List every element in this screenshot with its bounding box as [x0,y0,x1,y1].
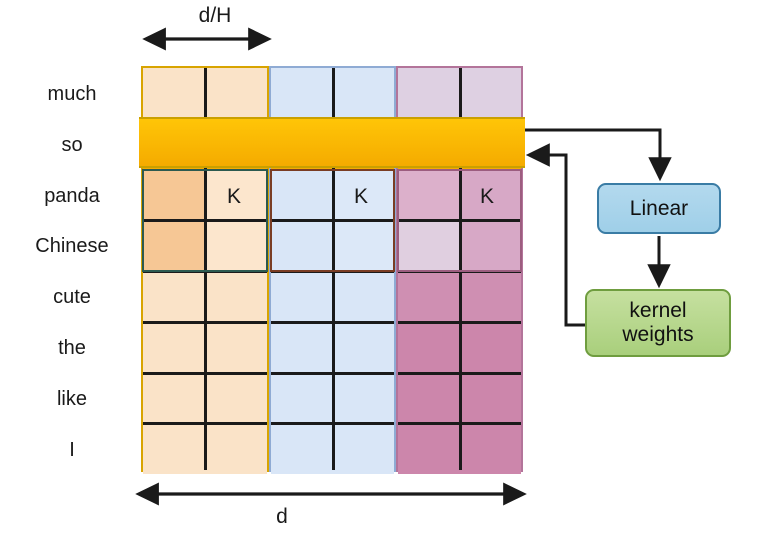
column-group-head-2 [269,66,396,474]
node-linear[interactable]: Linear [597,183,721,234]
row-divider [143,270,267,273]
matrix-cell [205,220,267,271]
matrix-cell [332,372,394,424]
matrix-cell [459,372,521,424]
connector-row-to-linear [523,128,672,182]
matrix-cell [398,372,460,424]
matrix-cell [271,271,333,322]
row-label-like: like [56,388,87,410]
row-divider [143,371,267,375]
matrix-cell [271,68,333,119]
row-divider [398,270,521,273]
matrix-cell [459,220,521,271]
matrix-cell [205,271,267,322]
matrix-cell [205,372,267,424]
matrix-cell [205,423,267,474]
column-divider [331,68,335,470]
row-label-panda: panda [44,185,100,207]
row-label-cute: cute [53,286,91,308]
dimension-label-d: d [276,505,288,528]
matrix-cell [143,321,205,373]
row-divider [271,219,394,223]
highlighted-row-so [139,116,525,168]
matrix-cell [332,271,394,322]
matrix-cell [205,321,267,373]
matrix-cell [459,321,521,373]
matrix-cell [459,271,521,322]
matrix-cell [143,169,205,221]
kernel-block-outline [397,168,522,272]
row-divider [143,422,267,426]
row-label-i: I [69,439,75,461]
matrix-cell [332,169,394,221]
row-label-list: much so panda Chinese cute the like I [5,66,137,472]
row-divider [143,219,267,223]
matrix-cell [332,220,394,271]
dimension-label-dh: d/H [198,4,232,27]
matrix-cell [143,220,205,271]
kernel-block-outline [142,168,268,272]
matrix-cell [398,271,460,322]
matrix-cell [332,321,394,373]
matrix-cell [143,271,205,322]
matrix-cell [398,68,460,119]
matrix-cell [459,169,521,221]
matrix-cell [143,372,205,424]
row-label-so: so [61,134,83,156]
kernel-block-outline [270,168,395,272]
matrix-cell [205,68,267,119]
matrix-cell [459,68,521,119]
matrix-cell [398,220,460,271]
row-divider [398,320,521,324]
row-divider [271,270,394,273]
matrix-cell [143,423,205,474]
row-divider [398,422,521,426]
matrix-cell [143,68,205,119]
row-divider [143,320,267,324]
row-divider [398,219,521,223]
row-divider [271,371,394,375]
node-linear-label: Linear [629,196,689,220]
row-label-the: the [58,337,86,359]
kernel-label-2: K [354,185,369,208]
matrix-cell [271,423,333,474]
row-label-much: much [47,83,97,105]
matrix-cell [271,220,333,271]
connector-kernel-to-row [525,143,585,327]
matrix-cell [398,169,460,221]
matrix-cell [271,169,333,221]
row-divider [398,371,521,375]
row-label-chinese: Chinese [35,235,109,257]
matrix-cell [332,423,394,474]
node-kernel-label-line2: weights [622,323,694,346]
matrix-cell [459,423,521,474]
row-divider [271,320,394,324]
column-divider [204,68,207,470]
kernel-label-1: K [227,185,242,208]
node-kernel-label-line1: kernel [629,299,687,323]
matrix-cell [271,321,333,373]
column-divider [458,68,462,470]
matrix-cell [205,169,267,221]
embedding-matrix [139,66,525,474]
kernel-label-3: K [480,185,495,208]
node-kernel-weights[interactable]: kernel weights [585,289,731,357]
row-divider [271,422,394,426]
matrix-cell [398,321,460,373]
matrix-cell [332,68,394,119]
matrix-cell [398,423,460,474]
matrix-cell [271,372,333,424]
